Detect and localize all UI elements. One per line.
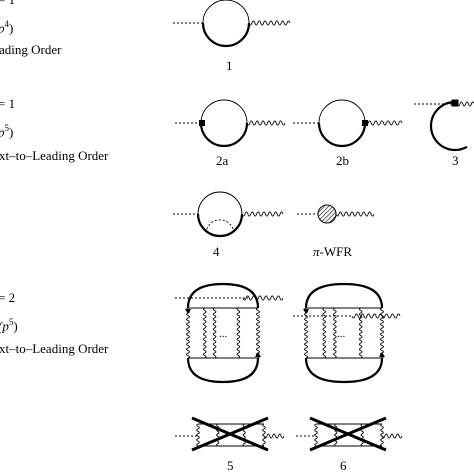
inner-rung-2 [333,307,337,359]
right-wavy-side [262,423,266,447]
blob-hatched [317,204,337,224]
external-wavy-line [335,211,375,217]
left-wavy-side [314,423,318,447]
external-wavy-line [263,433,285,439]
upper-propagator-thick [186,282,260,309]
vertex-square [199,120,205,126]
diagram-5-crossed [175,416,285,452]
diagram-2b [293,99,403,148]
lower-propagator-thick [199,122,249,148]
section-2-order: p5) [0,123,13,140]
external-wavy-line [381,433,403,439]
section-3-title: xt–to–Leading Order [0,341,109,356]
section-3-order: (p5) [0,317,18,334]
pi-wfr-symbol: π [313,244,320,259]
right-wavy-side [256,307,260,359]
upper-propagator [197,191,243,215]
diagram-1-label: 1 [226,58,233,73]
diagram-6-crossed [296,416,403,452]
upper-propagator [202,0,250,24]
inner-rung-1 [216,423,220,447]
left-propagator-thick [429,100,456,127]
diagram-6-inner-dots: ... [337,328,346,340]
diagram-6-label: 6 [340,458,347,473]
diagram-1 [173,0,291,48]
lower-propagator-thick [317,122,367,148]
section-2-coupling: = 1 [0,96,16,111]
left-wavy-side [304,307,308,359]
internal-pion-loop [206,219,234,230]
diagram-2a-label: 2a [216,153,229,168]
section-1-title: ading Order [0,42,62,57]
diagram-4-label: 4 [213,244,220,259]
diagram-6 [293,282,401,384]
left-wavy-side [186,307,190,359]
right-wavy-side [380,307,384,359]
section-2-title: xt–to–Leading Order [0,148,109,163]
section-1-order-exp: 4 [4,19,10,29]
external-wavy-line [351,313,401,319]
section-1-order-close: ) [9,20,14,36]
section-1-coupling: = 1 [0,0,15,8]
inner-rung-1 [334,423,338,447]
external-wavy-line [246,120,286,126]
section-1-order-var: p [0,20,5,35]
arrow-right-up [255,352,261,357]
external-wavy-line [241,211,284,217]
upper-propagator [200,99,248,124]
inner-rung-1 [203,307,207,359]
cross-stroke-2 [191,416,269,452]
diagram-3 [414,99,474,152]
upper-propagator [318,99,366,124]
lower-propagator-thick [304,357,384,384]
inner-rung-2 [212,307,217,359]
external-wavy-line [242,295,284,301]
left-wavy-side [196,423,200,447]
section-2-order-exp: 5 [4,123,10,133]
diagram-pi-wfr-label: π-WFR [313,244,352,260]
section-3-coupling: = 2 [0,290,16,305]
external-wavy-line [456,101,474,107]
diagram-2a [175,99,286,148]
arrow-left-down [303,309,309,314]
lower-propagator-thick [196,213,244,238]
diagram-4 [173,191,284,238]
section-1-order: p4) [0,19,13,36]
external-wavy-line [364,120,403,126]
diagram-pi-wfr [297,204,375,224]
diagram-5-inner-dots: ... [219,328,228,340]
inner-rung-3 [358,307,363,359]
lower-propagator-thick [201,22,251,48]
arrow-right-up [379,352,385,357]
diagram-2b-label: 2b [336,153,349,168]
arrow-left-down [185,309,191,314]
section-3-order-exp: 5 [8,317,14,327]
right-wavy-side [380,423,384,447]
cross-stroke-2 [309,416,387,452]
section-2-order-var: p [0,124,5,139]
diagram-5-label: 5 [227,458,234,473]
external-wavy-line [248,20,291,26]
section-2-order-close: ) [9,124,14,140]
section-3-order-var: (p [0,318,9,334]
upper-propagator-thick [304,282,384,309]
lower-propagator-thick [186,357,260,384]
diagram-5 [175,282,284,384]
pi-wfr-text: -WFR [319,244,353,259]
inner-rung-3 [236,307,241,359]
section-3-order-close: ) [13,318,18,334]
vertex-square [451,99,459,107]
inner-rung-1 [322,307,326,359]
diagram-3-label: 3 [452,153,459,168]
lower-propagator-thick [429,125,468,152]
